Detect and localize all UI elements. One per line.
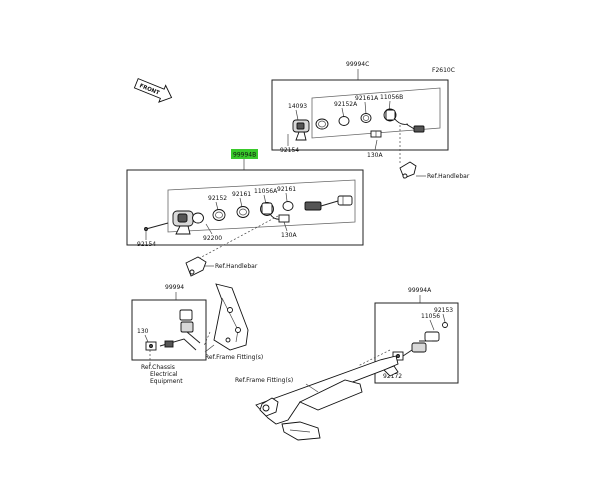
right-part-92153[interactable]: 92153	[434, 307, 453, 314]
right-switch-11056[interactable]	[411, 331, 440, 353]
left-frame-fitting	[213, 283, 249, 351]
left-part-130[interactable]: 130	[137, 328, 149, 335]
top-kit-group: 99994C 14093 92152A 92161A 11056B 92154 …	[271, 61, 470, 180]
left-kit-group: 99994 130 Ref.Frame Fitting(s) Ref.Chass…	[131, 283, 263, 385]
mid-screw-92154[interactable]	[144, 222, 169, 231]
mid-gasket-92152[interactable]	[212, 209, 226, 221]
mid-part-92200[interactable]: 92200	[203, 235, 222, 242]
right-bolt-92153[interactable]	[442, 322, 448, 328]
ref-handlebar-mid[interactable]: Ref.Handlebar	[215, 263, 258, 270]
top-part-92154[interactable]: 92154	[280, 147, 299, 154]
left-kit-part-no[interactable]: 99994	[165, 284, 184, 291]
mid-seal-92161[interactable]	[236, 206, 250, 218]
ref-frame-fitting-left[interactable]: Ref.Frame Fitting(s)	[205, 354, 263, 361]
top-ignition-switch-11056B[interactable]	[383, 108, 425, 133]
mid-part-92152[interactable]: 92152	[208, 195, 227, 202]
mid-kit-part-no[interactable]: 99994B	[233, 152, 256, 159]
left-connector[interactable]	[164, 340, 174, 348]
top-part-92161A[interactable]: 92161A	[355, 95, 379, 102]
front-arrow-icon: FRONT	[133, 78, 173, 103]
ref-chassis-line3[interactable]: Equipment	[150, 378, 183, 385]
top-switch-housing[interactable]	[292, 119, 310, 141]
top-kit-part-no[interactable]: 99994C	[346, 61, 369, 68]
mid-part-92161-b[interactable]: 92161	[277, 186, 296, 193]
right-kit-part-no[interactable]: 99994A	[408, 287, 432, 294]
top-handlebar-clamp	[399, 161, 417, 179]
top-seal-92161A[interactable]	[338, 116, 350, 126]
mid-switch-housing[interactable]	[172, 210, 194, 235]
top-o-ring[interactable]	[360, 113, 372, 123]
ref-frame-fitting-right[interactable]: Ref.Frame Fitting(s)	[235, 377, 293, 384]
top-part-130A[interactable]: 130A	[367, 152, 383, 159]
mid-ignition-switch-11056A[interactable]	[260, 202, 281, 220]
diagram-id: F2610C	[432, 67, 455, 74]
mid-collar-92200[interactable]	[192, 212, 204, 224]
top-gasket-92152A[interactable]	[315, 118, 329, 130]
right-part-92172[interactable]: 92172	[383, 373, 402, 380]
mid-handlebar-clamp	[185, 256, 207, 277]
top-bracket-130A[interactable]	[370, 130, 382, 138]
mid-kit-group: 99994B 92152 92161 11056A 92161 92154 92…	[126, 149, 364, 277]
mid-part-130A[interactable]: 130A	[281, 232, 297, 239]
mid-seal-92161-b[interactable]	[282, 201, 294, 211]
right-clamp-92172[interactable]	[392, 351, 404, 361]
left-relay-unit[interactable]	[179, 309, 201, 344]
ref-chassis-line2[interactable]: Electrical	[150, 371, 178, 378]
mid-bracket-130A[interactable]	[278, 214, 290, 223]
ref-handlebar-top[interactable]: Ref.Handlebar	[427, 173, 470, 180]
left-bracket-130[interactable]	[145, 341, 157, 351]
ref-chassis-line1[interactable]: Ref.Chassis	[141, 364, 175, 371]
mid-part-92161-a[interactable]: 92161	[232, 191, 251, 198]
top-part-11056B[interactable]: 11056B	[380, 94, 403, 101]
mid-part-11056A[interactable]: 11056A	[254, 188, 278, 195]
mid-connector[interactable]	[304, 195, 353, 211]
mid-kit-highlight	[231, 149, 258, 159]
right-part-11056[interactable]: 11056	[421, 313, 440, 320]
top-part-92152A[interactable]: 92152A	[334, 101, 358, 108]
top-part-14093[interactable]: 14093	[288, 103, 307, 110]
main-frame-fitting	[255, 355, 399, 441]
mid-part-92154[interactable]: 92154	[137, 241, 156, 248]
